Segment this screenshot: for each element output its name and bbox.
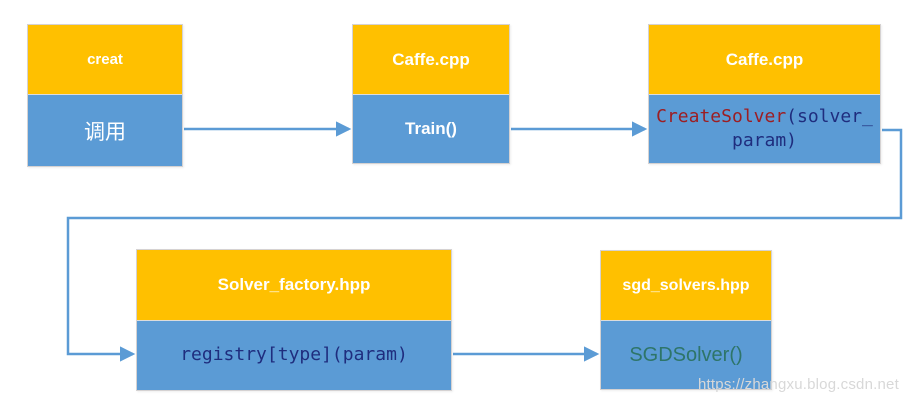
node-caffe-createsolver: Caffe.cpp CreateSolver(solver_ param) xyxy=(648,24,881,164)
code-line-2: param) xyxy=(732,129,797,153)
node-caffe-train-label: Train() xyxy=(405,119,457,138)
node-caffe-train-body: Train() xyxy=(353,95,509,163)
watermark-url: https://zhangxu.blog.csdn.net xyxy=(698,376,899,393)
code-solver-arg-close: param) xyxy=(731,130,798,151)
node-creat-label: 调用 xyxy=(84,120,126,144)
node-sgd-solvers: sgd_solvers.hpp SGDSolver() xyxy=(600,250,772,390)
node-solver-factory-header: Solver_factory.hpp xyxy=(137,250,451,321)
code-registry-call: registry[type](param) xyxy=(180,344,408,366)
node-solver-factory-title: Solver_factory.hpp xyxy=(217,275,371,294)
node-creat: creat 调用 xyxy=(27,24,183,167)
node-creat-title: creat xyxy=(87,51,123,68)
code-createsolver: CreateSolver xyxy=(656,105,787,127)
node-caffe-train: Caffe.cpp Train() xyxy=(352,24,510,164)
node-solver-factory-body: registry[type](param) xyxy=(137,321,451,390)
code-line-1: CreateSolver(solver_ xyxy=(656,105,873,129)
node-creat-header: creat xyxy=(28,25,182,95)
node-sgd-solvers-title: sgd_solvers.hpp xyxy=(622,276,750,294)
node-caffe-train-title: Caffe.cpp xyxy=(392,49,470,69)
node-caffe-train-header: Caffe.cpp xyxy=(353,25,509,95)
node-creat-body: 调用 xyxy=(28,95,182,166)
node-caffe-createsolver-header: Caffe.cpp xyxy=(649,25,880,95)
code-sgdsolver-call: SGDSolver() xyxy=(629,343,743,366)
node-caffe-createsolver-title: Caffe.cpp xyxy=(725,49,804,69)
node-solver-factory: Solver_factory.hpp registry[type](param) xyxy=(136,249,452,391)
node-sgd-solvers-body: SGDSolver() xyxy=(601,321,771,389)
node-caffe-createsolver-body: CreateSolver(solver_ param) xyxy=(649,95,880,163)
code-solver-arg-open: (solver_ xyxy=(786,105,873,127)
node-sgd-solvers-header: sgd_solvers.hpp xyxy=(601,251,771,321)
